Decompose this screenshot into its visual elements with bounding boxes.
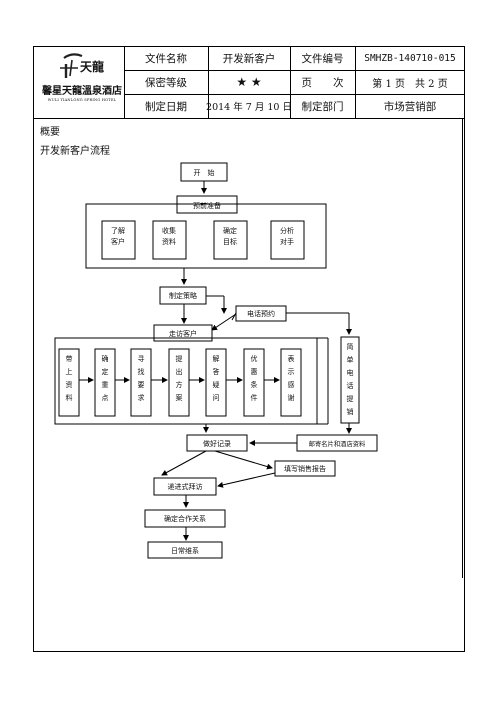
dept-value: 市场营销部 xyxy=(383,100,437,113)
visit-item-7: 表示感谢 xyxy=(288,354,295,402)
visit-item-5: 解答疑问 xyxy=(213,354,220,402)
page-label: 页 次 xyxy=(301,76,344,89)
prep-item-3-line1: 确定 xyxy=(223,226,237,235)
logo-mark: 天龍 xyxy=(80,60,105,74)
flow-title: 开发新客户流程 xyxy=(40,146,110,157)
secrecy-stars: ★ ★ xyxy=(236,75,262,89)
report-box xyxy=(274,460,336,477)
sms-label: 简单电话提销 xyxy=(347,342,354,416)
visit-label: 走访客户 xyxy=(169,329,197,338)
body-divider xyxy=(462,118,463,578)
visit-box xyxy=(153,324,213,342)
doc-no-label: 文件编号 xyxy=(301,52,344,65)
sms-box xyxy=(340,336,360,424)
visit-group xyxy=(54,337,318,425)
visit-item-2: 确定重点 xyxy=(102,354,109,402)
daily-label: 日常维系 xyxy=(171,546,199,555)
confirm-box xyxy=(144,509,226,528)
prep-item-4-line1: 分析 xyxy=(280,226,294,235)
prep-item-1-line1: 了解 xyxy=(111,226,125,235)
date-value: 2014 年 7 月 10 日 xyxy=(206,102,292,113)
start-label: 开 始 xyxy=(194,168,215,177)
doc-no: SMHZB-140710-015 xyxy=(364,52,456,64)
prep-item-2-line1: 收集 xyxy=(162,226,176,235)
section-title: 概要 xyxy=(40,127,60,138)
daily-box xyxy=(147,541,223,559)
visit-item-3: 寻找要求 xyxy=(138,355,145,402)
confirm-label: 确定合作关系 xyxy=(164,514,206,523)
strategy-label: 制定策略 xyxy=(169,291,197,300)
report-label: 填写销售报告 xyxy=(284,464,326,473)
prep-item-2-line2: 资料 xyxy=(162,237,176,246)
follow-label: 递进式拜访 xyxy=(168,482,203,491)
header-table xyxy=(33,46,465,119)
logo-name-en: WULI TIANLONG SPRING HOTEL xyxy=(47,98,117,102)
prep-item-4-line2: 对手 xyxy=(280,237,294,246)
record-label: 做好记录 xyxy=(203,439,231,448)
doc-name-label: 文件名称 xyxy=(145,52,187,65)
visit-item-4: 提出方案 xyxy=(176,354,183,402)
dept-label: 制定部门 xyxy=(301,100,344,113)
visit-item-1: 带上资料 xyxy=(66,355,73,402)
logo-name-cn: 馨星天龍溫泉酒店 xyxy=(42,86,122,97)
follow-box xyxy=(153,477,217,496)
prepare-group xyxy=(85,203,327,269)
secrecy-label: 保密等级 xyxy=(145,76,187,89)
phone-label: 电话预约 xyxy=(247,309,275,318)
mail-label: 邮寄名片和酒店资料 xyxy=(309,439,366,448)
prepare-label: 预前准备 xyxy=(193,201,221,210)
hotel-logo: 天龍 馨星天龍溫泉酒店 WULI TIANLONG SPRING HOTEL xyxy=(36,48,122,116)
visit-item-6: 优惠条件 xyxy=(251,354,258,402)
doc-name: 开发新客户 xyxy=(222,52,276,65)
date-label: 制定日期 xyxy=(145,100,187,113)
page-frame xyxy=(33,46,465,652)
prep-item-1-line2: 客户 xyxy=(111,237,125,246)
prep-item-3-line2: 目标 xyxy=(223,237,237,246)
record-box xyxy=(186,434,248,452)
page-value: 第 1 页 共 2 页 xyxy=(372,78,448,90)
